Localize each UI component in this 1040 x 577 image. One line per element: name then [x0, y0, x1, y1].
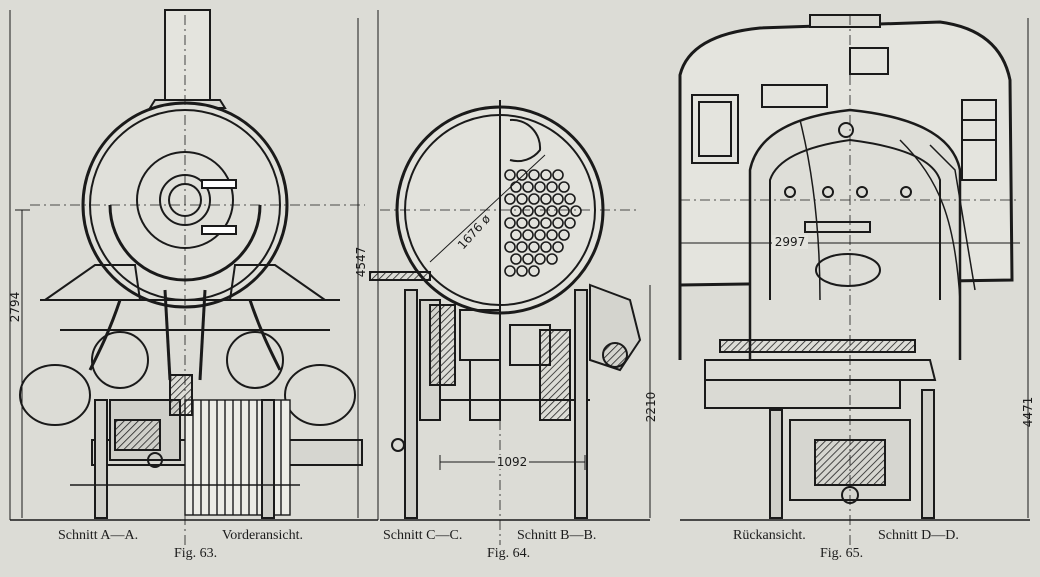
dim-2794: 2794: [8, 291, 22, 323]
fig64-drawing: [369, 100, 651, 545]
fig63-drawing: [9, 9, 379, 545]
fig63-label: Fig. 63.: [174, 546, 218, 561]
boiler-tubes: [504, 169, 582, 277]
left-cylinder: [91, 331, 149, 389]
chimney: [164, 9, 211, 106]
dim-4471: 4471: [1021, 396, 1035, 428]
cab-window-left: [691, 94, 739, 164]
fig65-label: Fig. 65.: [820, 546, 864, 561]
caption-schnitt-b-b: Schnitt B—B.: [517, 528, 597, 543]
firebox-door: [815, 253, 881, 287]
dim-2997: 2997: [772, 235, 808, 249]
smokebox-door: [136, 151, 234, 249]
caption-schnitt-a-a: Schnitt A—A.: [58, 528, 139, 543]
right-wheel: [574, 289, 588, 519]
fig64-label: Fig. 64.: [487, 546, 531, 561]
fig65-drawing: [678, 14, 1030, 545]
caption-vorderansicht: Vorderansicht.: [222, 528, 303, 543]
caption-schnitt-d-d: Schnitt D—D.: [878, 528, 959, 543]
dim-4547: 4547: [354, 246, 368, 278]
left-wheel: [404, 289, 418, 519]
right-cylinder: [226, 331, 284, 389]
dim-1092: 1092: [495, 455, 529, 469]
caption-schnitt-c-c: Schnitt C—C.: [383, 528, 463, 543]
dim-2210: 2210: [644, 391, 658, 423]
caption-rueckansicht: Rückansicht.: [733, 528, 806, 543]
